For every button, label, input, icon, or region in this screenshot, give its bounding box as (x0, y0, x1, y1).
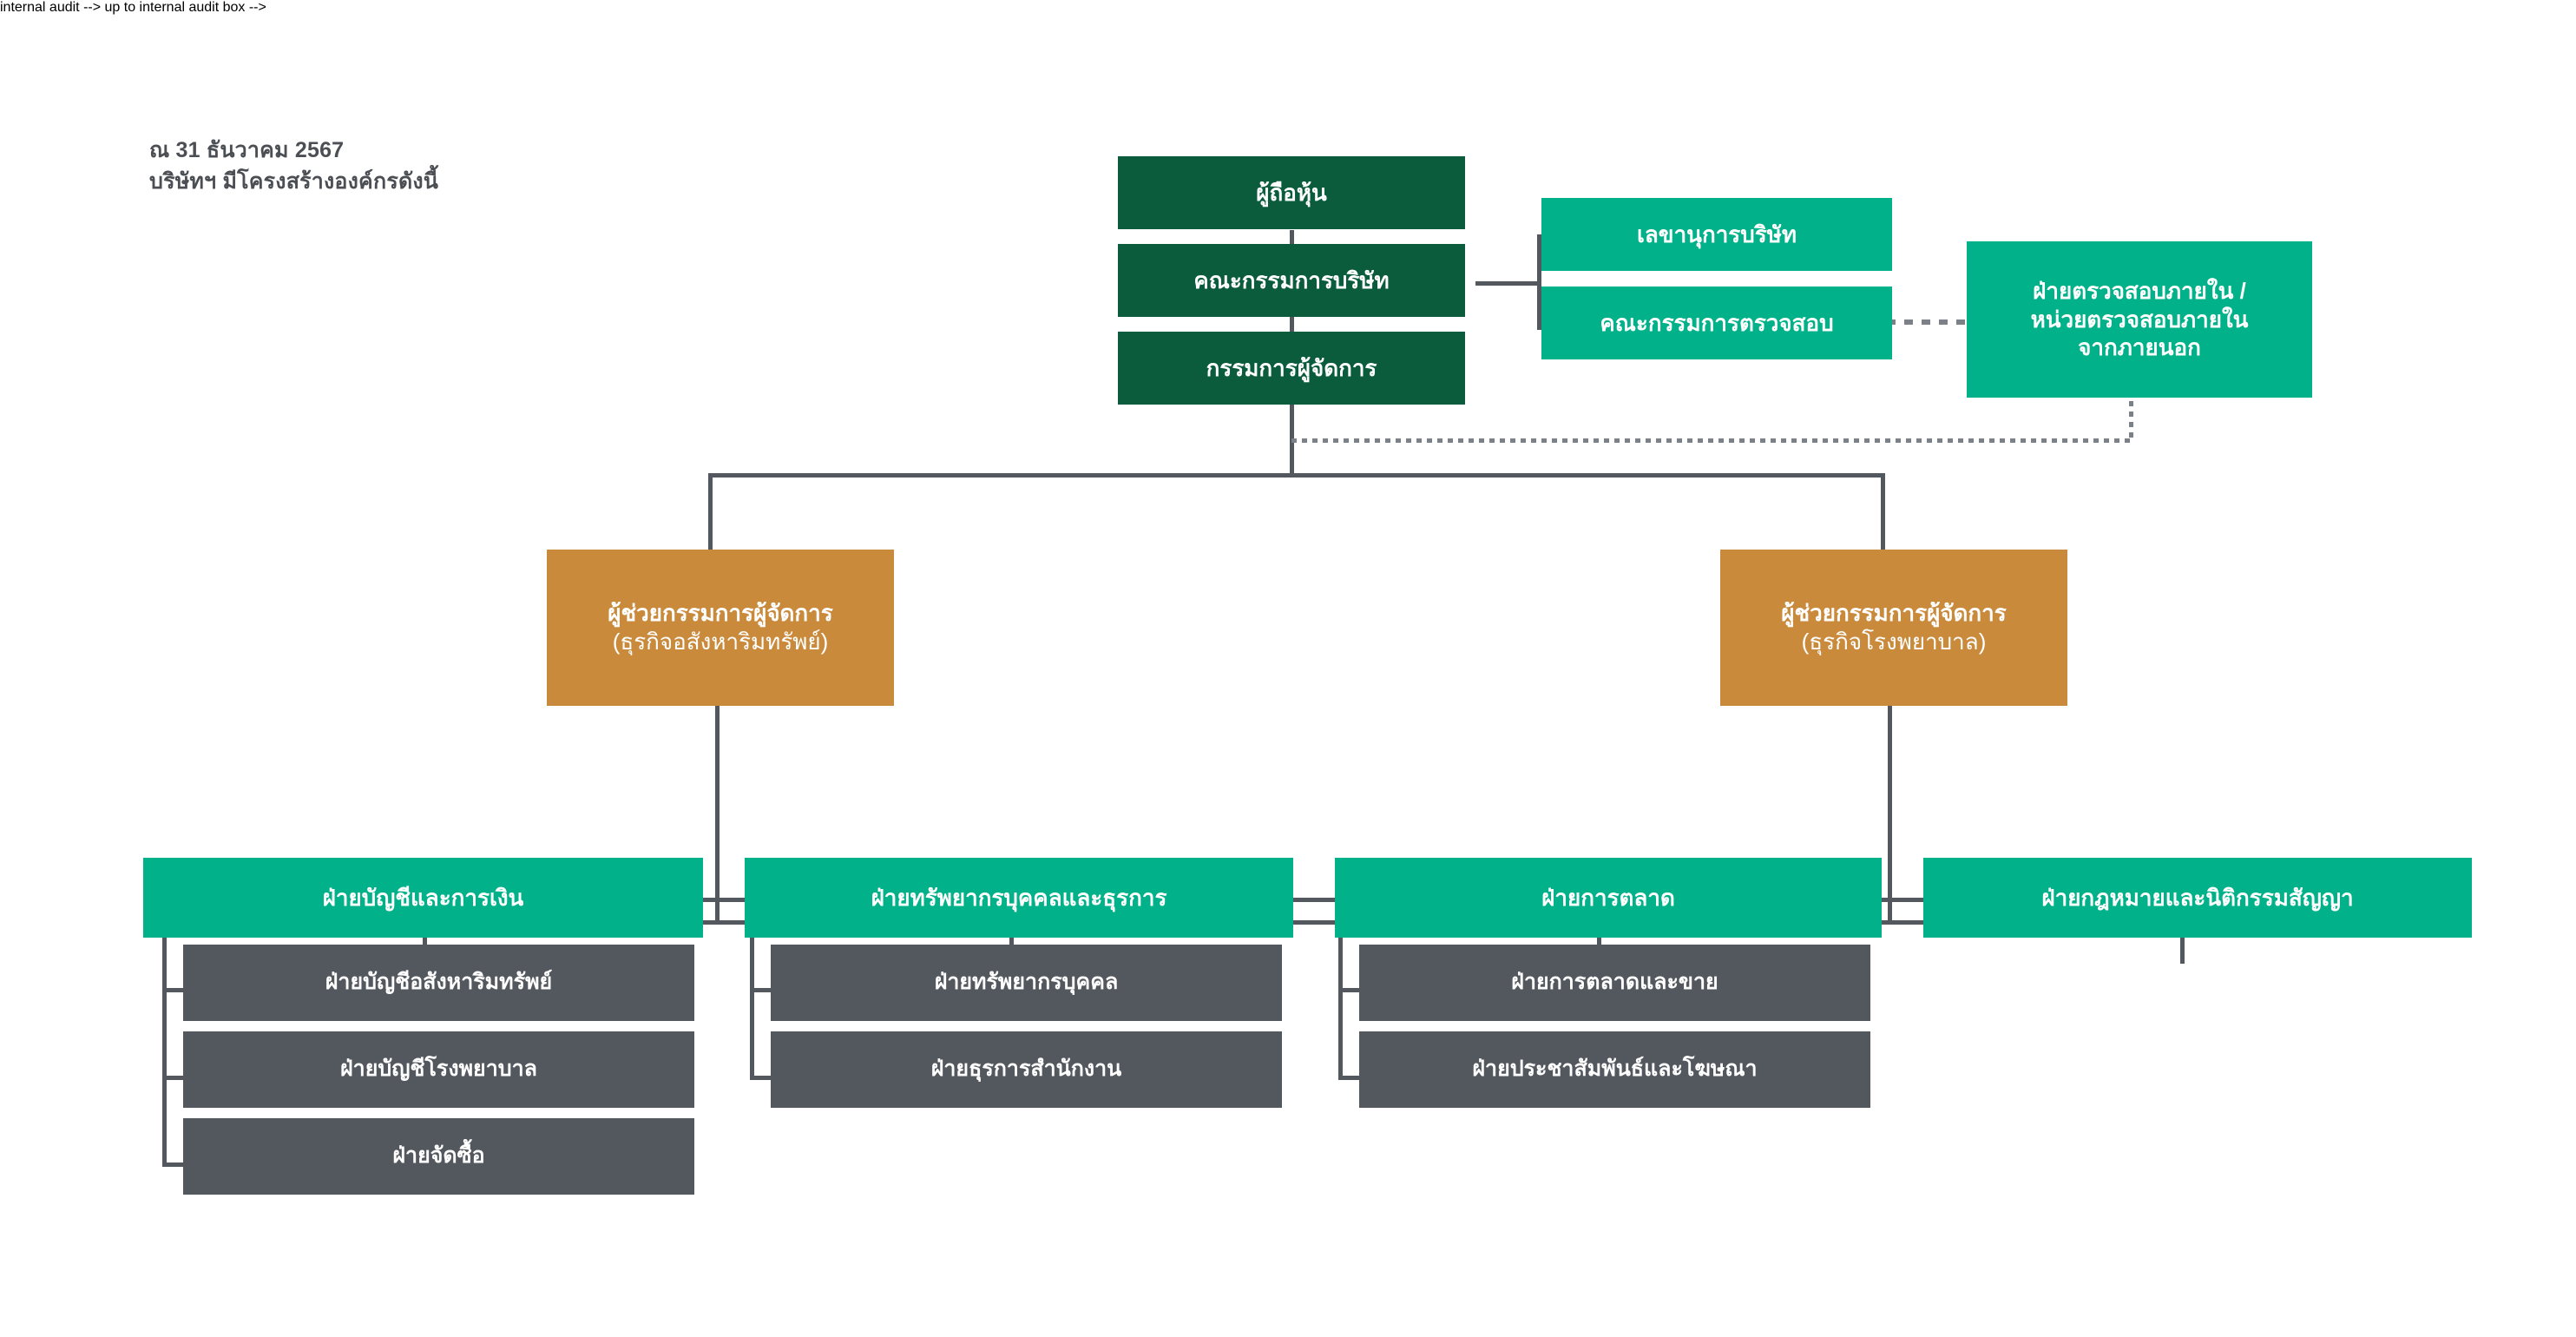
connector-dept2-child-1 (1338, 1076, 1361, 1080)
connector-department-2-3 (1882, 898, 1923, 902)
connector-board-to-bracket (1475, 281, 1541, 286)
caption-line-1: ณ 31 ธันวาคม 2567 (149, 138, 345, 162)
node-avp-hospital-title: ผู้ช่วยกรรมการผู้จัดการ (1781, 600, 2007, 627)
node-board-of-directors-label: คณะกรรมการบริษัท (1193, 267, 1390, 293)
connector-bus-to-department-0 (423, 920, 427, 964)
department-bar-2[interactable]: ฝ่ายการตลาด (1335, 858, 1882, 938)
node-avp-realestate-title: ผู้ช่วยกรรมการผู้จัดการ (608, 600, 833, 627)
connector-dept1-child-1 (750, 1076, 772, 1080)
connector-avp-bus (708, 473, 1885, 478)
connector-department-bus (423, 920, 2185, 925)
caption-line-2: บริษัทฯ มีโครงสร้างองค์กรดังนี้ (149, 168, 439, 194)
sub-department-0-2[interactable]: ฝ่ายจัดซื้อ (183, 1118, 694, 1195)
connector-right-bracket-vertical (1537, 234, 1541, 330)
sub-department-1-1-label: ฝ่ายธุรการสำนักงาน (930, 1057, 1122, 1082)
department-bar-1-label: ฝ่ายทรัพยากรบุคคลและธุรการ (871, 884, 1167, 911)
node-internal-audit[interactable]: ฝ่ายตรวจสอบภายใน / หน่วยตรวจสอบภายใน จาก… (1967, 241, 2312, 398)
connector-avp-realestate-drop (715, 705, 720, 924)
connector-dept1-child-0 (750, 988, 772, 992)
connector-dept0-child-0 (162, 988, 185, 992)
sub-department-2-1[interactable]: ฝ่ายประชาสัมพันธ์และโฆษณา (1359, 1031, 1870, 1108)
sub-department-1-0[interactable]: ฝ่ายทรัพยากรบุคคล (771, 945, 1282, 1021)
node-avp-hospital[interactable]: ผู้ช่วยกรรมการผู้จัดการ (ธุรกิจโรงพยาบาล… (1720, 550, 2067, 706)
node-shareholders[interactable]: ผู้ถือหุ้น (1118, 156, 1465, 229)
node-internal-audit-line-2: หน่วยตรวจสอบภายใน (2030, 306, 2249, 333)
node-audit-committee-label: คณะกรรมการตรวจสอบ (1600, 309, 1834, 336)
department-bar-1[interactable]: ฝ่ายทรัพยากรบุคคลและธุรการ (745, 858, 1293, 938)
connector-avp-hospital-drop (1888, 705, 1892, 924)
node-board-of-directors[interactable]: คณะกรรมการบริษัท (1118, 244, 1465, 317)
connector-department-1-2 (1293, 898, 1335, 902)
connector-dept2-trunk (1338, 922, 1343, 1080)
connector-bus-to-department-2 (1597, 920, 1601, 964)
node-internal-audit-line-1: ฝ่ายตรวจสอบภายใน / (2033, 277, 2246, 304)
node-shareholders-label: ผู้ถือหุ้น (1256, 179, 1327, 206)
sub-department-2-1-label: ฝ่ายประชาสัมพันธ์และโฆษณา (1472, 1057, 1758, 1082)
node-managing-director[interactable]: กรรมการผู้จัดการ (1118, 332, 1465, 405)
node-avp-realestate-subtitle: (ธุรกิจอสังหาริมทรัพย์) (612, 629, 829, 655)
sub-department-2-0[interactable]: ฝ่ายการตลาดและขาย (1359, 945, 1870, 1021)
node-audit-committee[interactable]: คณะกรรมการตรวจสอบ (1541, 286, 1892, 359)
connector-dept0-child-2 (162, 1162, 185, 1167)
sub-department-0-1-label: ฝ่ายบัญชีโรงพยาบาล (340, 1057, 537, 1082)
department-bar-0[interactable]: ฝ่ายบัญชีและการเงิน (143, 858, 703, 938)
sub-department-0-1[interactable]: ฝ่ายบัญชีโรงพยาบาล (183, 1031, 694, 1108)
department-bar-3[interactable]: ฝ่ายกฎหมายและนิติกรรมสัญญา (1923, 858, 2472, 938)
connector-bus-to-avp-hospital (1881, 473, 1885, 550)
connector-dept2-child-0 (1338, 988, 1361, 992)
connector-bus-to-department-1 (1009, 920, 1014, 964)
sub-department-2-0-label: ฝ่ายการตลาดและขาย (1511, 970, 1718, 995)
department-bar-2-label: ฝ่ายการตลาด (1541, 884, 1675, 911)
node-avp-realestate[interactable]: ผู้ช่วยกรรมการผู้จัดการ (ธุรกิจอสังหาริม… (547, 550, 894, 706)
connector-md-to-internal-audit-horizontal (1291, 438, 2133, 443)
connector-bus-to-avp-realestate (708, 473, 713, 550)
sub-department-1-0-label: ฝ่ายทรัพยากรบุคคล (934, 970, 1119, 995)
connector-md-to-internal-audit-vertical (2129, 401, 2133, 441)
sub-department-0-0[interactable]: ฝ่ายบัญชีอสังหาริมทรัพย์ (183, 945, 694, 1021)
node-avp-hospital-subtitle: (ธุรกิจโรงพยาบาล) (1801, 629, 1987, 655)
sub-department-1-1[interactable]: ฝ่ายธุรการสำนักงาน (771, 1031, 1282, 1108)
sub-department-0-0-label: ฝ่ายบัญชีอสังหาริมทรัพย์ (325, 970, 553, 995)
connector-dept0-trunk (162, 922, 167, 1167)
node-company-secretary-label: เลขานุการบริษัท (1636, 221, 1797, 247)
connector-bus-to-department-3 (2180, 920, 2185, 964)
connector-shareholders-board (1290, 230, 1294, 256)
connector-dept1-trunk (750, 922, 754, 1080)
node-company-secretary[interactable]: เลขานุการบริษัท (1541, 198, 1892, 271)
connector-board-md (1290, 317, 1294, 343)
chart-caption: ณ 31 ธันวาคม 2567 บริษัทฯ มีโครงสร้างองค… (149, 135, 438, 197)
connector-dept0-child-1 (162, 1076, 185, 1080)
node-internal-audit-line-3: จากภายนอก (2078, 334, 2201, 361)
connector-audit-committee-to-internal-audit (1887, 319, 1974, 325)
department-bar-3-label: ฝ่ายกฎหมายและนิติกรรมสัญญา (2041, 884, 2354, 911)
sub-department-0-2-label: ฝ่ายจัดซื้อ (392, 1143, 485, 1169)
node-managing-director-label: กรรมการผู้จัดการ (1206, 354, 1377, 381)
connector-department-0-1 (703, 898, 745, 902)
department-bar-0-label: ฝ่ายบัญชีและการเงิน (322, 884, 524, 911)
